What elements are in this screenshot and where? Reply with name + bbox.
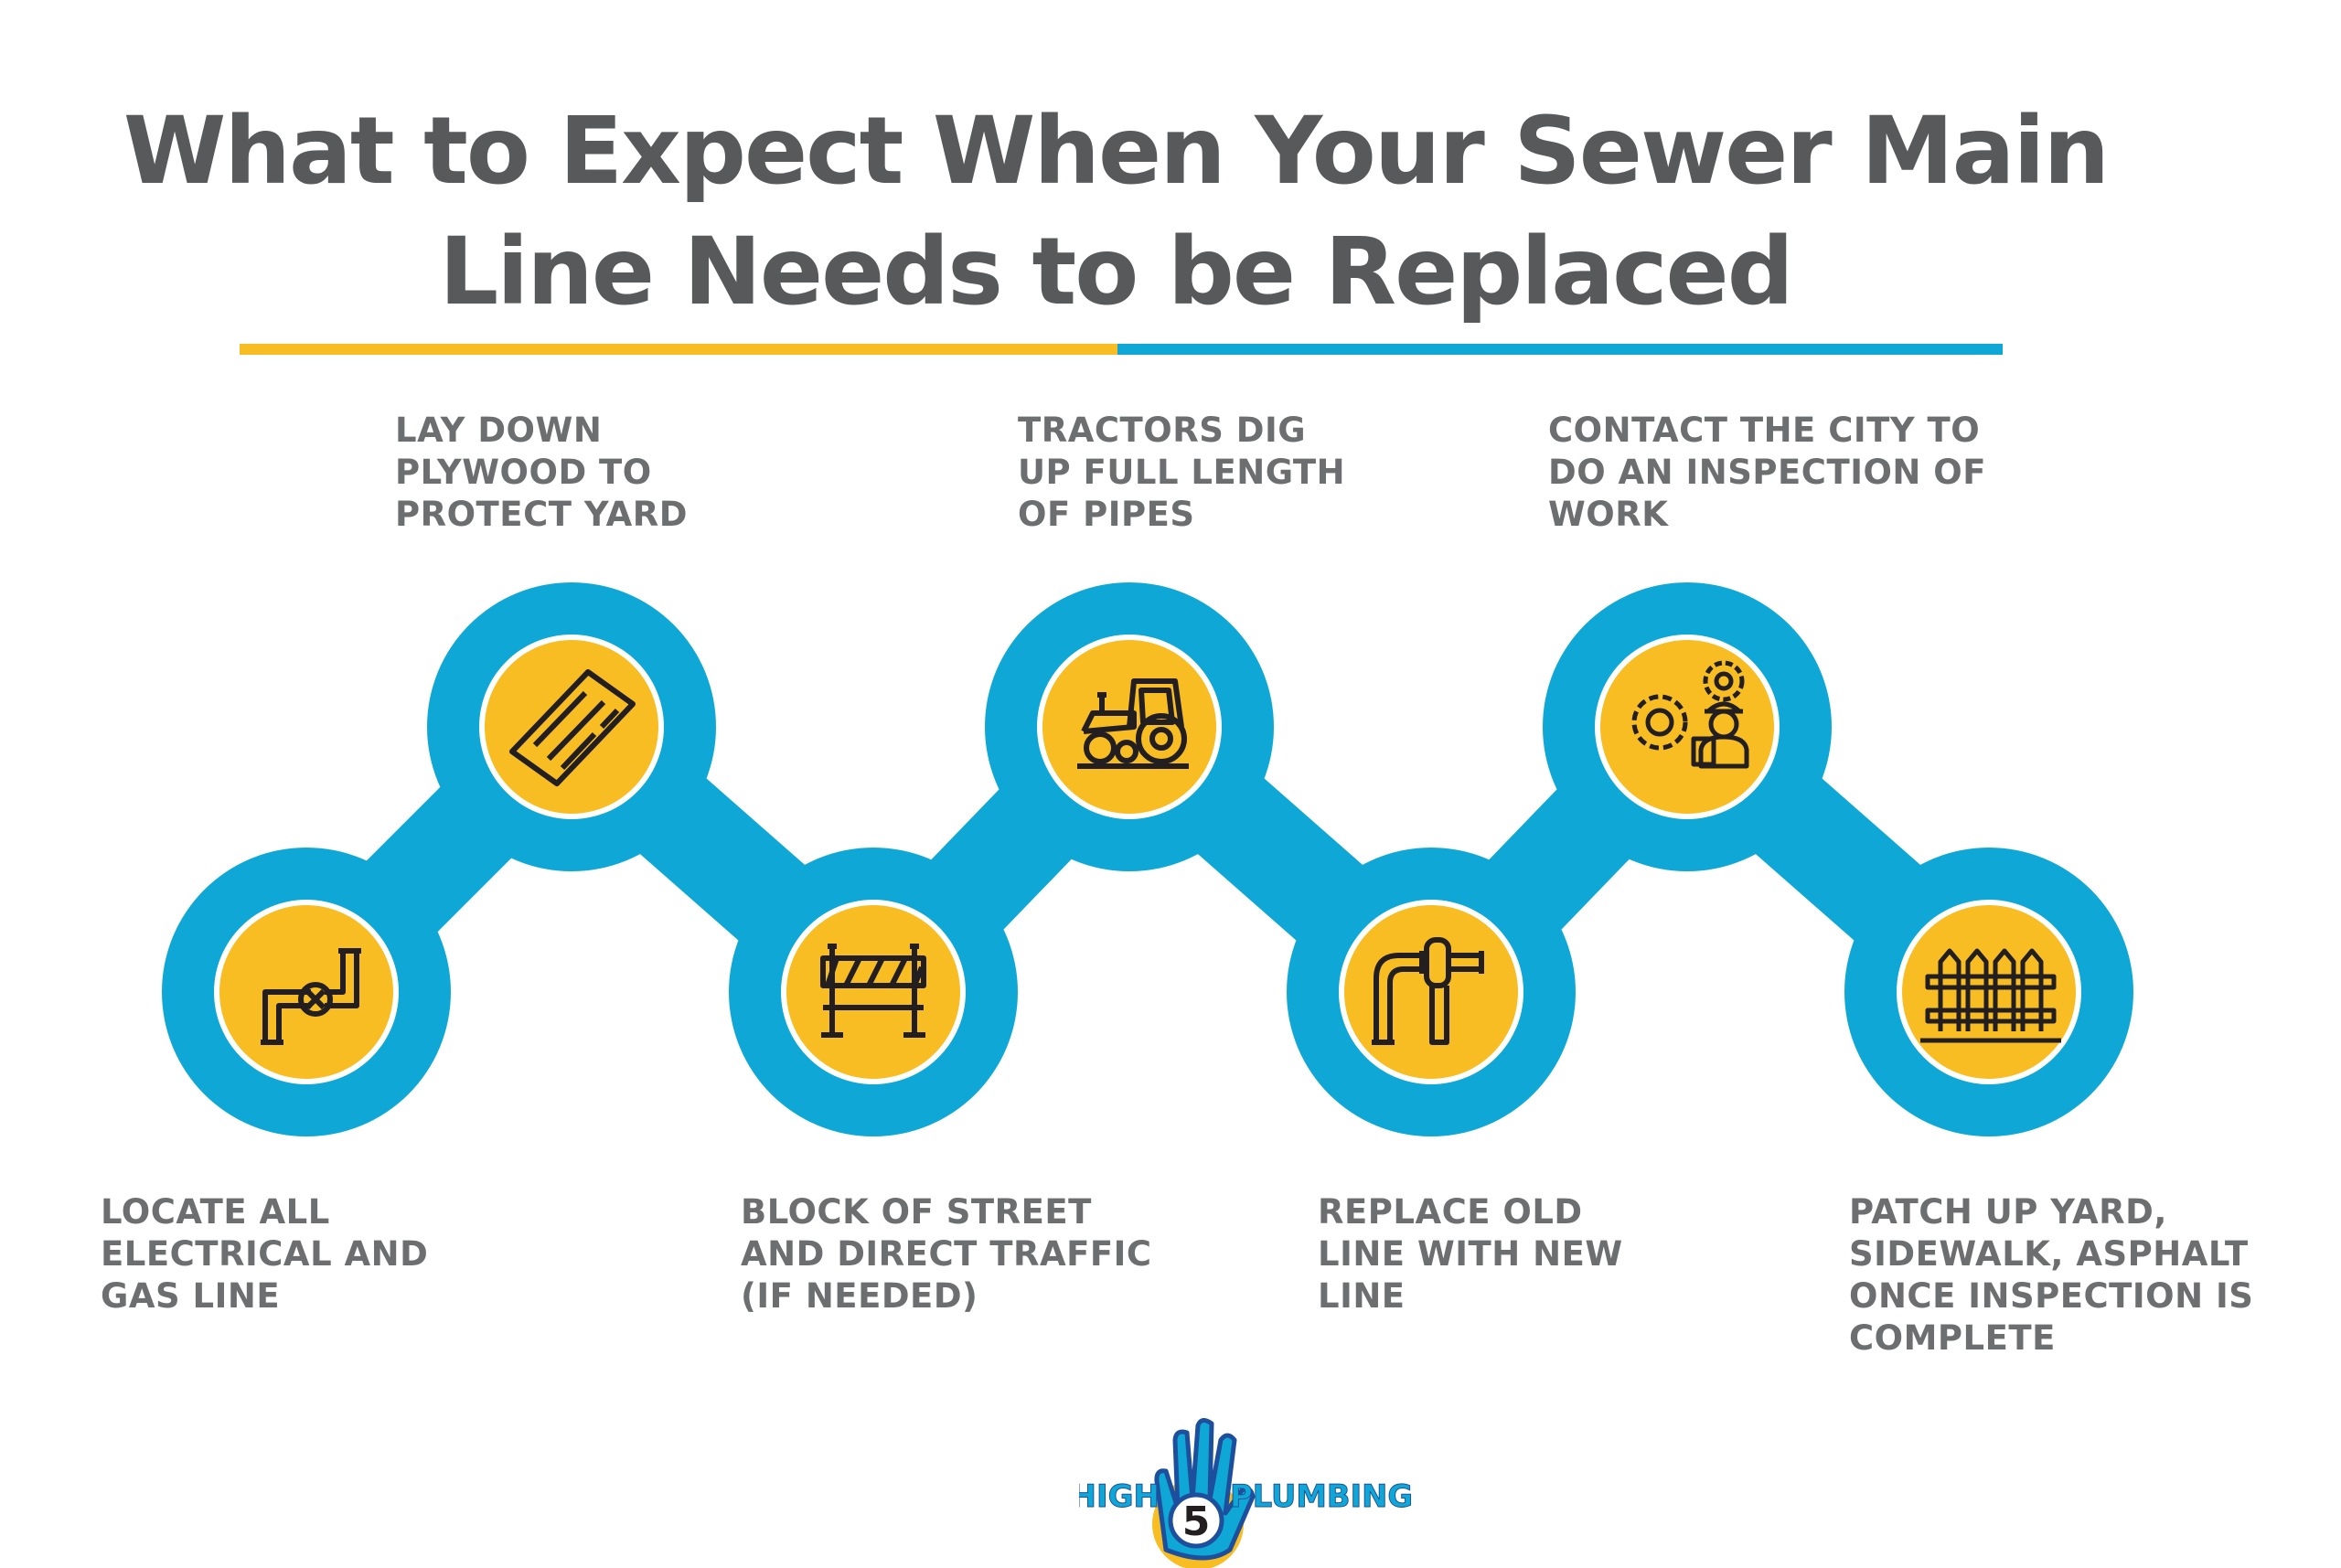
step-node-4 [985,582,1274,871]
pipe-wrench-icon [1372,937,1484,1045]
step-6-line-1: CONTACT THE CITY TO [1548,411,1981,450]
step-label-1: LOCATE ALL ELECTRICAL AND GAS LINE [101,1191,428,1317]
step-node-6 [1543,582,1832,871]
divider-yellow [240,344,1117,355]
inspector-gears-icon [1631,660,1749,769]
step-5-line-2: LINE WITH NEW [1318,1234,1623,1274]
step-7-line-3: ONCE INSPECTION IS [1849,1276,2254,1316]
logo-number: 5 [1182,1499,1211,1545]
step-label-3: BLOCK OF STREET AND DIRECT TRAFFIC (IF N… [741,1191,1152,1317]
step-1-line-2: ELECTRICAL AND [101,1234,429,1274]
step-3-line-2: AND DIRECT TRAFFIC [741,1234,1152,1274]
step-7-line-2: SIDEWALK, ASPHALT [1849,1234,2249,1274]
road-barrier-icon [820,944,926,1038]
step-4-line-1: TRACTORS DIG [1018,411,1307,450]
step-4-line-3: OF PIPES [1018,495,1195,534]
step-1-line-1: LOCATE ALL [101,1192,330,1232]
step-label-7: PATCH UP YARD, SIDEWALK, ASPHALT ONCE IN… [1849,1191,2253,1360]
step-label-5: REPLACE OLD LINE WITH NEW LINE [1318,1191,1623,1317]
step-5-line-3: LINE [1318,1276,1406,1316]
step-node-2 [427,582,716,871]
hand-icon [1152,1418,1256,1568]
step-node-1 [162,848,451,1136]
step-node-7 [1844,848,2133,1136]
step-label-2: LAY DOWN PLYWOOD TO PROTECT YARD [395,410,688,536]
tractor-icon [1077,678,1189,769]
fence-icon [1920,948,2061,1043]
step-6-line-2: DO AN INSPECTION OF [1548,453,1986,492]
step-3-line-3: (IF NEEDED) [741,1276,978,1316]
logo-right-text: PLUMBING [1230,1478,1413,1515]
title-line-1: What to Expect When Your Sewer Main [123,97,2110,206]
step-6-line-3: WORK [1548,495,1669,534]
step-2-line-1: LAY DOWN [395,411,603,450]
step-7-line-4: COMPLETE [1849,1318,2056,1358]
title-line-2: Line Needs to be Replaced [439,218,1793,326]
infographic-title: What to Expect When Your Sewer Main Line… [0,91,2231,333]
step-2-line-3: PROTECT YARD [395,495,688,534]
step-node-3 [729,848,1018,1136]
logo-left-text: HIGH [1079,1478,1160,1515]
step-1-line-3: GAS LINE [101,1276,281,1316]
pipe-valve-icon [261,948,361,1045]
divider-blue [1117,344,2003,355]
step-7-line-1: PATCH UP YARD, [1849,1192,2167,1232]
step-node-5 [1287,848,1576,1136]
step-label-4: TRACTORS DIG UP FULL LENGTH OF PIPES [1018,410,1345,536]
step-5-line-1: REPLACE OLD [1318,1192,1583,1232]
step-2-line-2: PLYWOOD TO [395,453,652,492]
high-5-plumbing-logo: 5 HIGH PLUMBING [1079,1418,1414,1568]
plywood-board-icon [509,669,636,786]
step-4-line-2: UP FULL LENGTH [1018,453,1346,492]
step-label-6: CONTACT THE CITY TO DO AN INSPECTION OF … [1548,410,1986,536]
step-3-line-1: BLOCK OF STREET [741,1192,1092,1232]
